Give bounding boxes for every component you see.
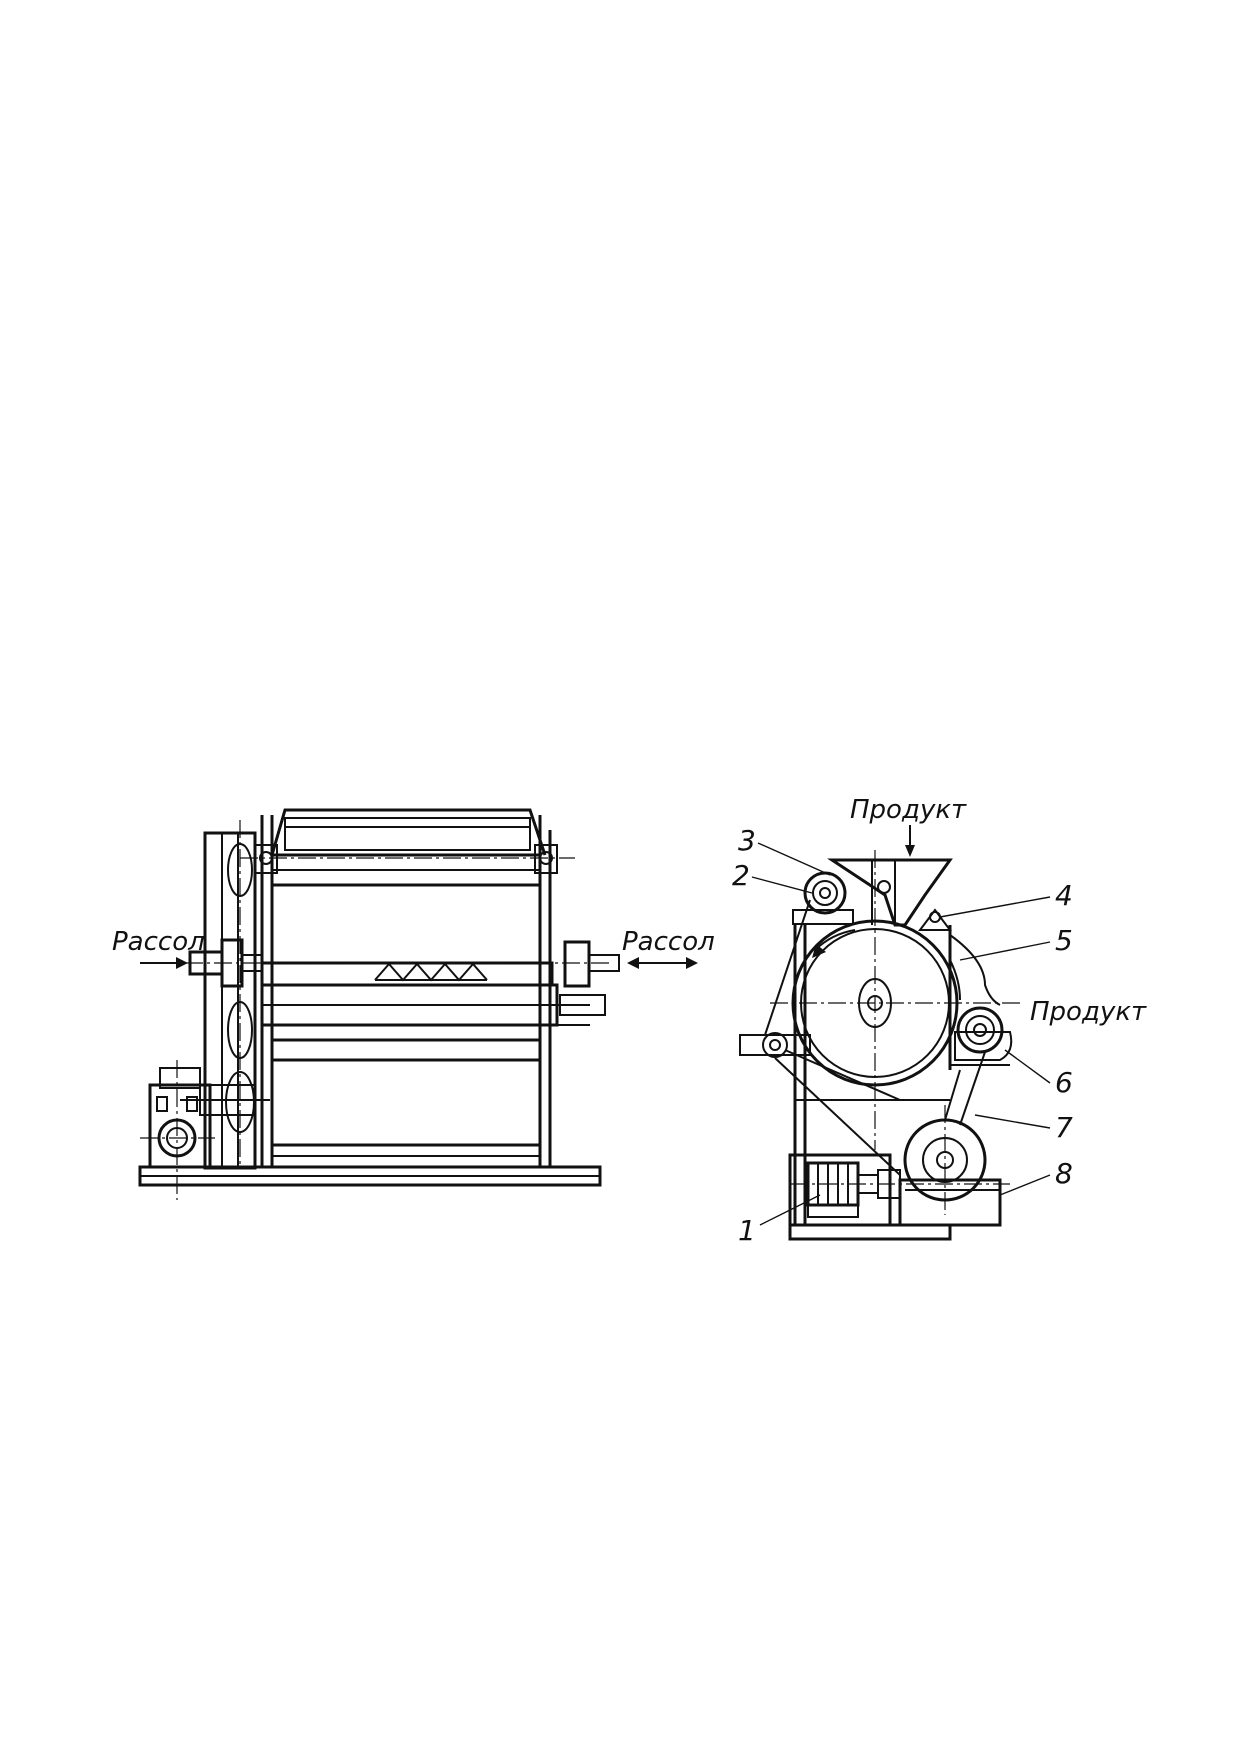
belt-tensioner bbox=[739, 1032, 811, 1058]
output-roller bbox=[950, 1006, 1013, 1066]
electric-motor bbox=[806, 1161, 901, 1218]
side-gearbox bbox=[140, 1060, 215, 1200]
brine-out-arrow bbox=[627, 957, 698, 969]
end-base-frame bbox=[788, 1153, 952, 1241]
side-top-brackets bbox=[240, 844, 575, 874]
callout-1: 1 bbox=[738, 1214, 756, 1247]
drive-belts bbox=[764, 899, 986, 1176]
callout-6: 6 bbox=[1055, 1066, 1073, 1099]
side-chain-drive bbox=[180, 820, 270, 1170]
feed-hopper bbox=[827, 858, 953, 927]
callout-7: 7 bbox=[1055, 1111, 1073, 1144]
end-view-centerlines bbox=[770, 850, 1020, 1215]
end-view: Продукт Продукт 1 2 3 4 5 6 7 8 bbox=[732, 795, 1147, 1247]
callout-4: 4 bbox=[1055, 879, 1073, 912]
brine-in-arrow bbox=[140, 957, 188, 969]
product-out-label: Продукт bbox=[1030, 997, 1147, 1027]
auger-teeth bbox=[374, 962, 488, 982]
callout-3: 3 bbox=[738, 824, 756, 857]
discharge-guard bbox=[949, 934, 1001, 1006]
callout-8: 8 bbox=[1055, 1157, 1073, 1190]
brine-outlet-nozzle bbox=[563, 940, 620, 988]
gear-reducer bbox=[898, 1118, 1002, 1227]
top-roller bbox=[792, 871, 854, 925]
side-hopper bbox=[270, 808, 547, 856]
callout-leaders bbox=[751, 842, 1051, 1226]
callout-5: 5 bbox=[1055, 924, 1073, 957]
product-in-label: Продукт bbox=[850, 795, 967, 825]
side-base-frame bbox=[138, 1165, 602, 1187]
brine-in-label: Рассол bbox=[112, 927, 205, 957]
brine-out-label: Рассол bbox=[622, 927, 715, 957]
hinge-bracket bbox=[918, 908, 952, 931]
product-in-arrow bbox=[905, 825, 915, 857]
side-view: Рассол Рассол bbox=[112, 808, 715, 1200]
side-drum-body bbox=[260, 815, 606, 1169]
callout-2: 2 bbox=[732, 859, 750, 892]
